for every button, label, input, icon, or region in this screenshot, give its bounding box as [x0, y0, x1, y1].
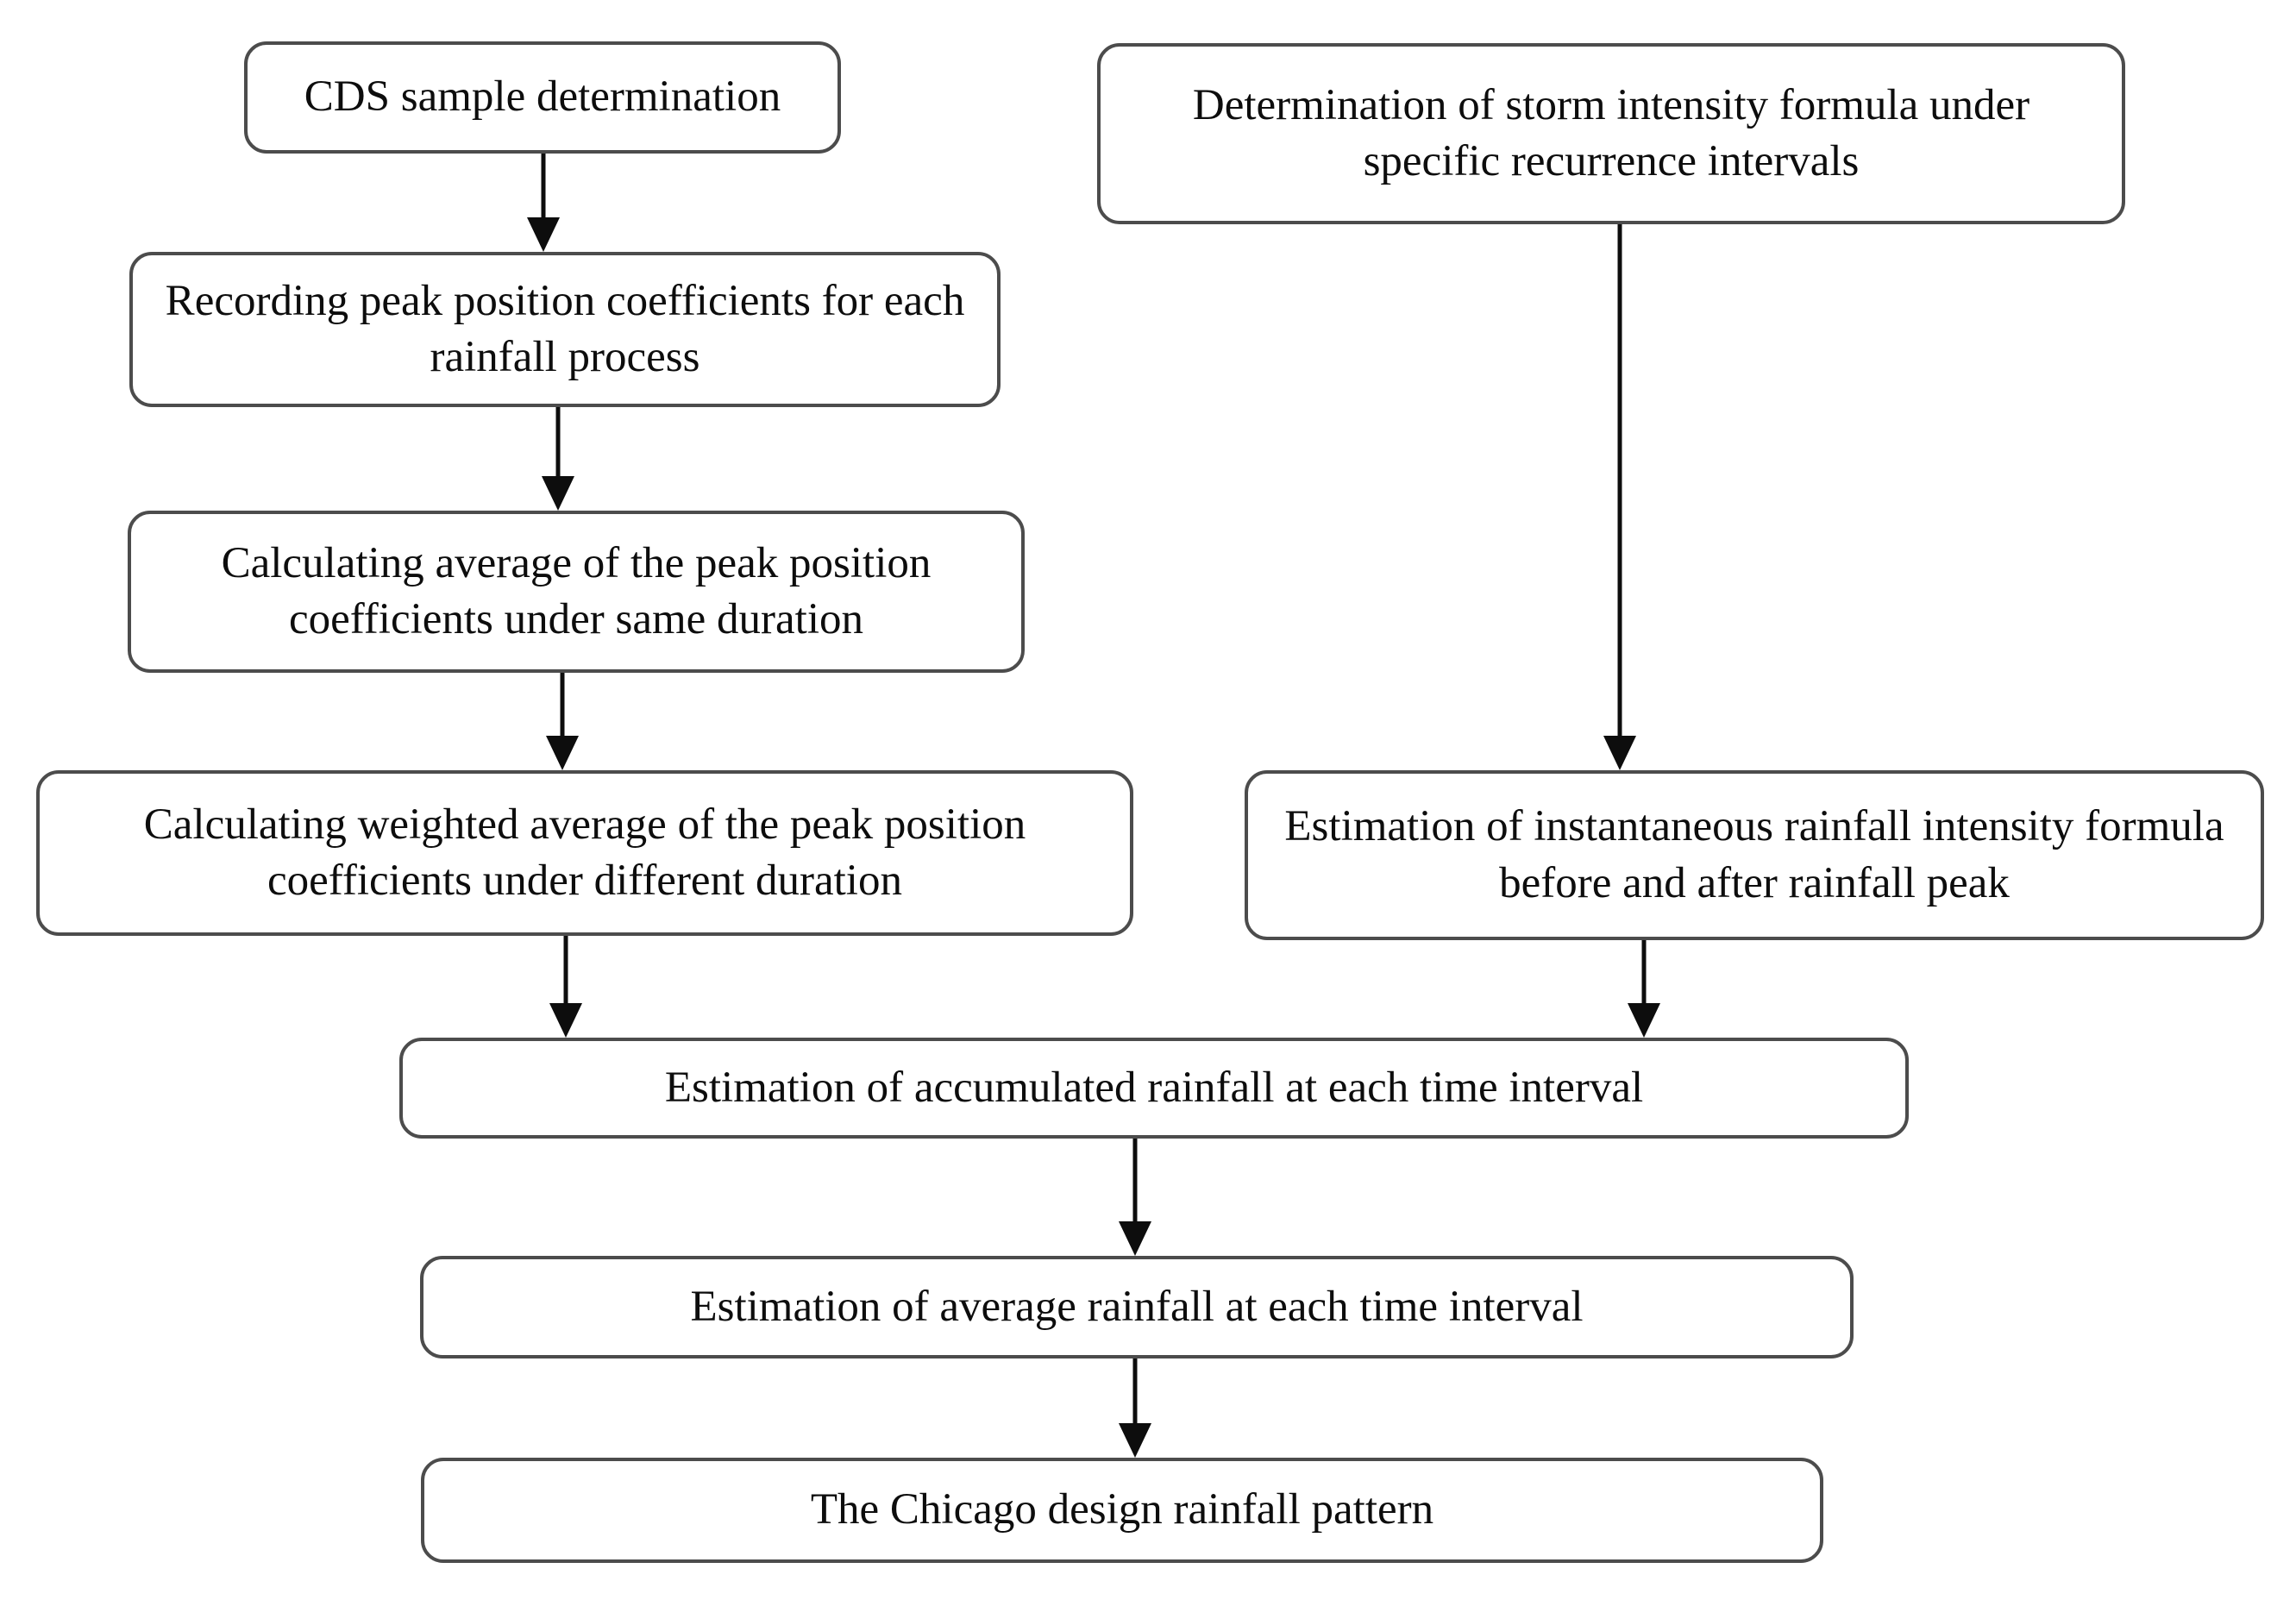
node-label: Estimation of average rainfall at each t… [690, 1282, 1584, 1331]
arrow-head-icon [1628, 1003, 1660, 1038]
node-label: Estimation of instantaneous rainfall int… [1284, 802, 2224, 907]
node-label: Estimation of accumulated rainfall at ea… [664, 1063, 1644, 1112]
node-chicago-design-rainfall-pattern: The Chicago design rainfall pattern [421, 1458, 1823, 1563]
arrow-shaft [1132, 1358, 1138, 1428]
arrow-head-icon [542, 476, 574, 511]
node-storm-intensity-formula-determination: Determination of storm intensity formula… [1097, 43, 2125, 224]
node-label: The Chicago design rainfall pattern [810, 1485, 1434, 1534]
arrow-head-icon [549, 1003, 582, 1038]
arrow-head-icon [1119, 1423, 1151, 1458]
arrow-shaft [560, 673, 565, 741]
node-label: Determination of storm intensity formula… [1192, 80, 2030, 185]
node-calculating-weighted-average-different-duration: Calculating weighted average of the peak… [36, 770, 1133, 936]
arrow-head-icon [527, 217, 560, 252]
arrow-shaft [1641, 940, 1647, 1008]
arrow-shaft [555, 407, 561, 481]
arrow-head-icon [546, 736, 579, 770]
arrow-cds-to-recording [524, 154, 562, 252]
node-calculating-average-same-duration: Calculating average of the peak position… [128, 511, 1025, 673]
arrow-weighted-average-to-accumulated [547, 936, 585, 1038]
arrow-head-icon [1603, 736, 1636, 770]
arrow-shaft [541, 154, 546, 223]
node-label: CDS sample determination [304, 72, 781, 122]
arrow-average-rainfall-to-chicago [1116, 1358, 1154, 1458]
node-instantaneous-rainfall-intensity-estimation: Estimation of instantaneous rainfall int… [1245, 770, 2264, 940]
arrow-shaft [1132, 1139, 1138, 1227]
arrow-storm-formula-to-instantaneous [1601, 224, 1639, 770]
arrow-head-icon [1119, 1221, 1151, 1256]
node-average-rainfall-estimation: Estimation of average rainfall at each t… [420, 1256, 1854, 1358]
arrow-shaft [1617, 224, 1622, 741]
node-label: Calculating average of the peak position… [221, 538, 932, 643]
node-accumulated-rainfall-estimation: Estimation of accumulated rainfall at ea… [399, 1038, 1909, 1139]
node-recording-peak-position-coefficients: Recording peak position coefficients for… [129, 252, 1001, 407]
arrow-accumulated-to-average-rainfall [1116, 1139, 1154, 1256]
node-cds-sample-determination: CDS sample determination [244, 41, 841, 154]
node-label: Recording peak position coefficients for… [165, 276, 965, 381]
arrow-average-to-weighted-average [543, 673, 581, 770]
arrow-shaft [563, 936, 568, 1008]
arrow-recording-to-average [539, 407, 577, 511]
arrow-instantaneous-to-accumulated [1625, 940, 1663, 1038]
node-label: Calculating weighted average of the peak… [143, 800, 1026, 905]
